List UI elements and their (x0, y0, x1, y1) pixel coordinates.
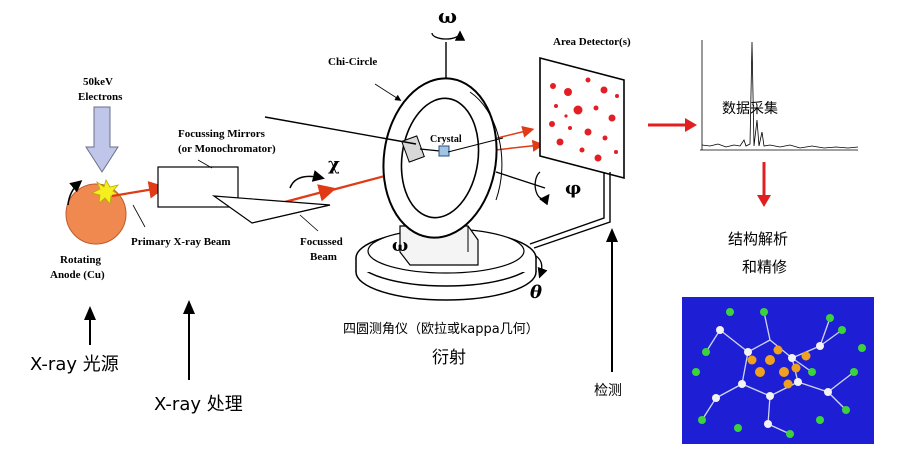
source-energy-label: 50keV (83, 76, 113, 88)
electron-arrow (85, 106, 119, 173)
source-electrons-label: Electrons (78, 91, 123, 103)
theta-rotation-icon (535, 255, 548, 279)
area-detector (529, 56, 625, 249)
leader-line (132, 204, 146, 228)
phi-label: φ (565, 178, 582, 199)
beam-stop-line (447, 137, 504, 153)
primary-beam-label: Primary X-ray Beam (131, 236, 231, 248)
collimator-line (264, 116, 417, 145)
chi-label: χ (328, 154, 340, 175)
anode-label-line2: Anode (Cu) (50, 269, 105, 281)
omega-rotation-icon (431, 30, 466, 41)
molecular-structure-image (682, 297, 874, 444)
xray-source-caption: X-ray 光源 (30, 354, 119, 375)
detection-caption: 检测 (594, 383, 622, 399)
chi-circle-label: Chi-Circle (328, 56, 378, 68)
structure-solution-label: 结构解析 (728, 230, 789, 248)
mirrors-label-line2: (or Monochromator) (178, 143, 276, 155)
focused-beam-label-line2: Beam (310, 251, 337, 263)
diffraction-caption: 衍射 (432, 348, 466, 368)
mirrors-label-line1: Focussing Mirrors (178, 128, 265, 140)
crystal-sample (438, 145, 450, 157)
anode-label-line1: Rotating (60, 254, 101, 266)
spectrum-plot (700, 40, 859, 151)
leader-line (299, 214, 319, 232)
flow-arrows (648, 118, 771, 207)
area-detector-label: Area Detector(s) (553, 36, 631, 48)
leader-line (197, 159, 213, 169)
xray-spark-icon (90, 178, 122, 205)
phi-rotation-icon (534, 171, 550, 206)
focussing-mirror (157, 166, 331, 224)
chi-rotation-icon (289, 170, 325, 189)
data-collection-label: 数据采集 (722, 101, 778, 117)
crystal-label: Crystal (430, 134, 462, 145)
stage-arrows (84, 228, 618, 380)
refinement-label: 和精修 (742, 258, 788, 276)
focused-beam-label-line1: Focussed (300, 236, 343, 248)
diffraction-spots (549, 77, 619, 162)
omega-base-label: ω (392, 236, 409, 256)
theta-label: θ (530, 282, 543, 303)
omega-top-label: ω (438, 4, 458, 28)
xray-processing-caption: X-ray 处理 (154, 394, 243, 415)
leader-line (374, 83, 402, 101)
xray-source (65, 106, 127, 245)
goniometer-caption: 四圆测角仪（欧拉或kappa几何） (343, 322, 539, 337)
rotation-arrow-icon (67, 180, 83, 206)
goniometer (355, 30, 550, 301)
